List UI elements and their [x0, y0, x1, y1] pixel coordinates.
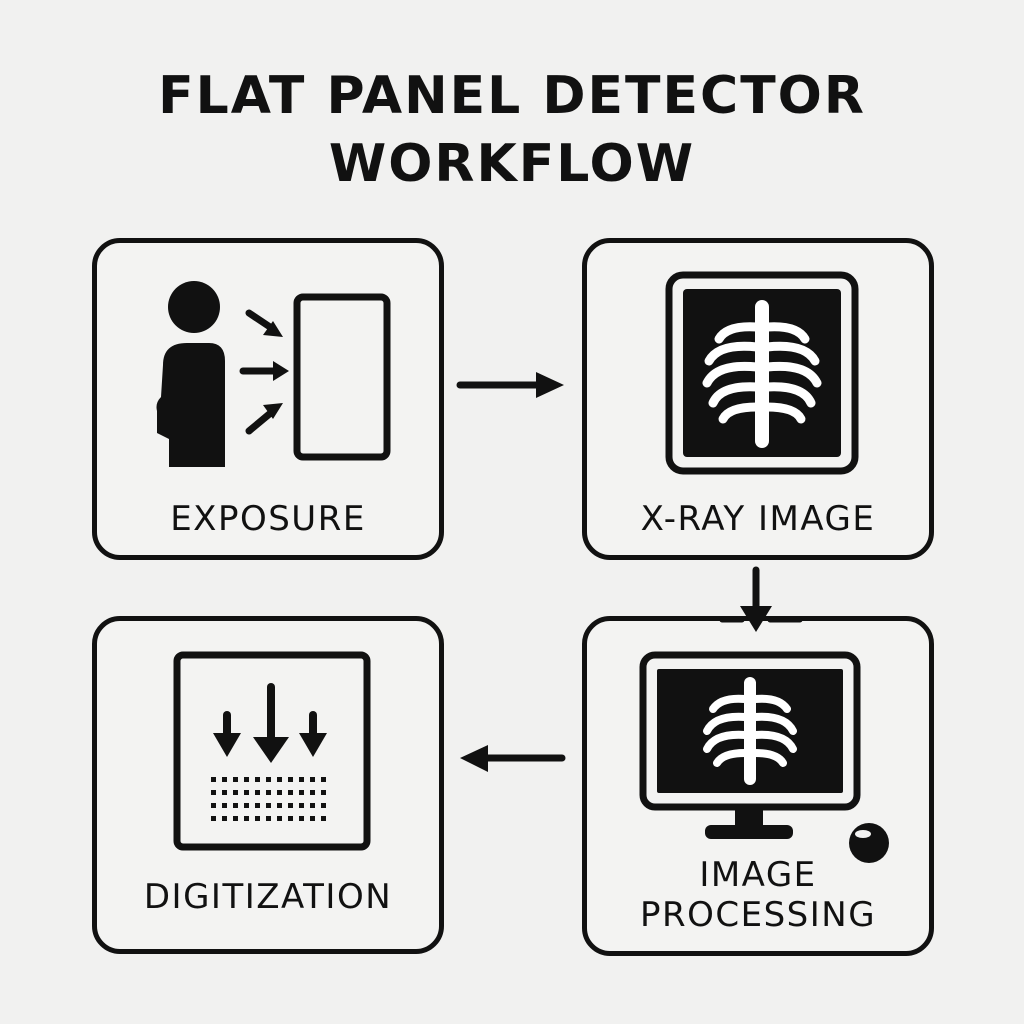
step-image-processing-label-line-2: PROCESSING — [639, 895, 877, 935]
pixel-dot — [255, 816, 260, 821]
pixel-dot — [233, 777, 238, 782]
step-xray-image: X-RAY IMAGE — [582, 238, 934, 560]
pixel-dot — [266, 803, 271, 808]
step-xray-image-label: X-RAY IMAGE — [640, 499, 876, 539]
pixel-dot — [244, 777, 249, 782]
pixel-dot — [244, 816, 249, 821]
diagram-title: FLAT PANEL DETECTOR WORKFLOW — [0, 62, 1024, 198]
arrow-exposure-to-xray — [456, 372, 564, 398]
step-exposure: EXPOSURE — [92, 238, 444, 560]
arrows-pixel-grid-icon — [173, 651, 371, 851]
pixel-dot — [266, 816, 271, 821]
pixel-dot — [321, 777, 326, 782]
pixel-dot — [244, 803, 249, 808]
pixel-dot — [211, 777, 216, 782]
pixel-grid-dots — [211, 777, 326, 821]
pixel-dot — [299, 816, 304, 821]
step-digitization: DIGITIZATION — [92, 616, 444, 954]
pixel-dot — [266, 790, 271, 795]
pixel-dot — [233, 803, 238, 808]
pixel-dot — [244, 790, 249, 795]
pixel-dot — [277, 816, 282, 821]
chest-xray-film-icon — [665, 271, 859, 475]
pixel-dot — [222, 777, 227, 782]
pixel-dot — [288, 790, 293, 795]
title-line-1: FLAT PANEL DETECTOR — [158, 66, 866, 126]
pixel-dot — [233, 790, 238, 795]
step-image-processing-label-line-1: IMAGE — [699, 855, 817, 895]
pixel-dot — [288, 816, 293, 821]
pixel-dot — [288, 777, 293, 782]
arrow-xray-to-processing — [719, 566, 803, 632]
pixel-dot — [310, 803, 315, 808]
pixel-dot — [255, 777, 260, 782]
monitor-chest-xray-icon — [639, 651, 889, 863]
pixel-dot — [299, 803, 304, 808]
pixel-dot — [310, 777, 315, 782]
pixel-dot — [310, 790, 315, 795]
step-image-processing-label: IMAGE PROCESSING — [587, 855, 929, 935]
pixel-dot — [310, 816, 315, 821]
pixel-dot — [233, 816, 238, 821]
pixel-dot — [321, 816, 326, 821]
person-xray-panel-icon — [156, 281, 391, 467]
pixel-dot — [321, 803, 326, 808]
pixel-dot — [299, 790, 304, 795]
pixel-dot — [211, 816, 216, 821]
pixel-dot — [255, 803, 260, 808]
pixel-dot — [222, 803, 227, 808]
pixel-dot — [277, 777, 282, 782]
pixel-dot — [222, 816, 227, 821]
step-image-processing: IMAGE PROCESSING — [582, 616, 934, 956]
pixel-dot — [288, 803, 293, 808]
pixel-dot — [222, 790, 227, 795]
pixel-dot — [211, 790, 216, 795]
pixel-dot — [255, 790, 260, 795]
pixel-dot — [266, 777, 271, 782]
pixel-dot — [277, 790, 282, 795]
title-line-2: WORKFLOW — [328, 134, 696, 194]
step-digitization-label: DIGITIZATION — [143, 877, 393, 917]
arrow-processing-to-digitization — [460, 745, 566, 772]
pixel-dot — [211, 803, 216, 808]
pixel-dot — [277, 803, 282, 808]
step-exposure-label: EXPOSURE — [170, 499, 366, 539]
pixel-dot — [321, 790, 326, 795]
pixel-dot — [299, 777, 304, 782]
